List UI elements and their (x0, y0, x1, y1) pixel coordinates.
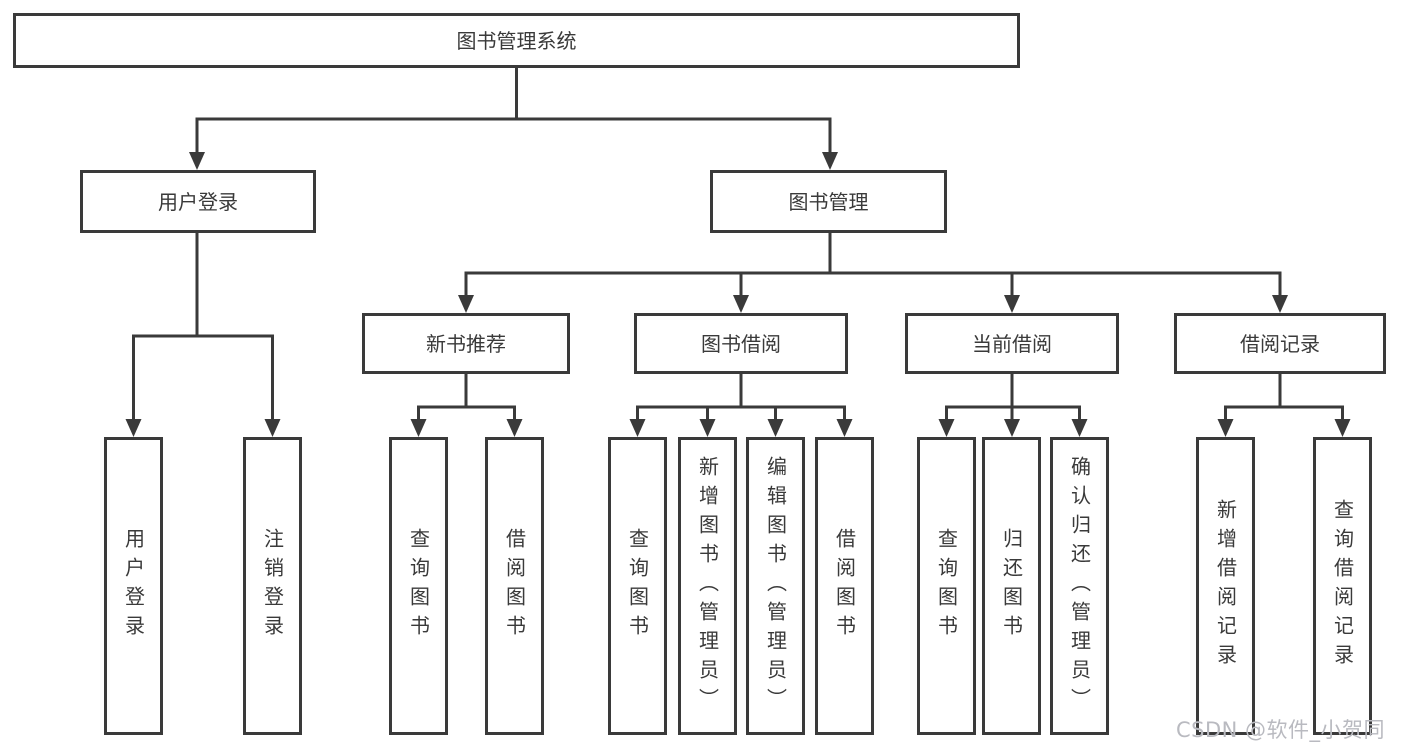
leaf-query-books: 查询图书 (917, 437, 976, 735)
leaf-confirm-return-admin: 确认归还（管理员） (1050, 437, 1109, 735)
leaf-return-books: 归还图书 (982, 437, 1041, 735)
leaf-logout: 注销登录 (243, 437, 302, 735)
leaf-edit-books-admin: 编辑图书（管理员） (746, 437, 805, 735)
leaf-add-borrow-record: 新增借阅记录 (1196, 437, 1255, 735)
node-user-login: 用户登录 (80, 170, 316, 233)
leaf-query-books: 查询图书 (608, 437, 667, 735)
node-root-system: 图书管理系统 (13, 13, 1020, 68)
arrowhead-icon (264, 419, 281, 437)
node-new-book-recommend: 新书推荐 (362, 313, 570, 374)
leaf-query-borrow-record: 查询借阅记录 (1313, 437, 1372, 735)
connector-path (132, 66, 1344, 422)
arrowhead-icon (410, 419, 427, 437)
leaf-borrow-books: 借阅图书 (815, 437, 874, 735)
node-current-borrow: 当前借阅 (905, 313, 1119, 374)
arrowhead-icon (1272, 295, 1288, 313)
arrowhead-icon (1217, 419, 1234, 437)
node-borrow-record: 借阅记录 (1174, 313, 1386, 374)
arrowhead-icon (822, 152, 838, 170)
arrowheads (125, 152, 1351, 437)
csdn-watermark: CSDN @软件_小贺同学 (1176, 718, 1386, 742)
arrowhead-icon (629, 419, 646, 437)
arrowhead-icon (699, 419, 716, 437)
arrowhead-icon (125, 419, 142, 437)
leaf-user-login: 用户登录 (104, 437, 163, 735)
leaf-add-books-admin: 新增图书（管理员） (678, 437, 737, 735)
node-book-borrow: 图书借阅 (634, 313, 848, 374)
arrowhead-icon (1004, 295, 1020, 313)
arrowhead-icon (733, 295, 749, 313)
arrowhead-icon (1004, 419, 1020, 437)
node-book-management: 图书管理 (710, 170, 947, 233)
arrowhead-icon (506, 419, 523, 437)
arrowhead-icon (1334, 419, 1351, 437)
leaf-borrow-books: 借阅图书 (485, 437, 544, 735)
arrowhead-icon (836, 419, 853, 437)
leaf-query-books: 查询图书 (389, 437, 448, 735)
arrowhead-icon (189, 152, 205, 170)
arrowhead-icon (938, 419, 955, 437)
arrowhead-icon (1071, 419, 1088, 437)
arrowhead-icon (767, 419, 784, 437)
arrowhead-icon (458, 295, 474, 313)
